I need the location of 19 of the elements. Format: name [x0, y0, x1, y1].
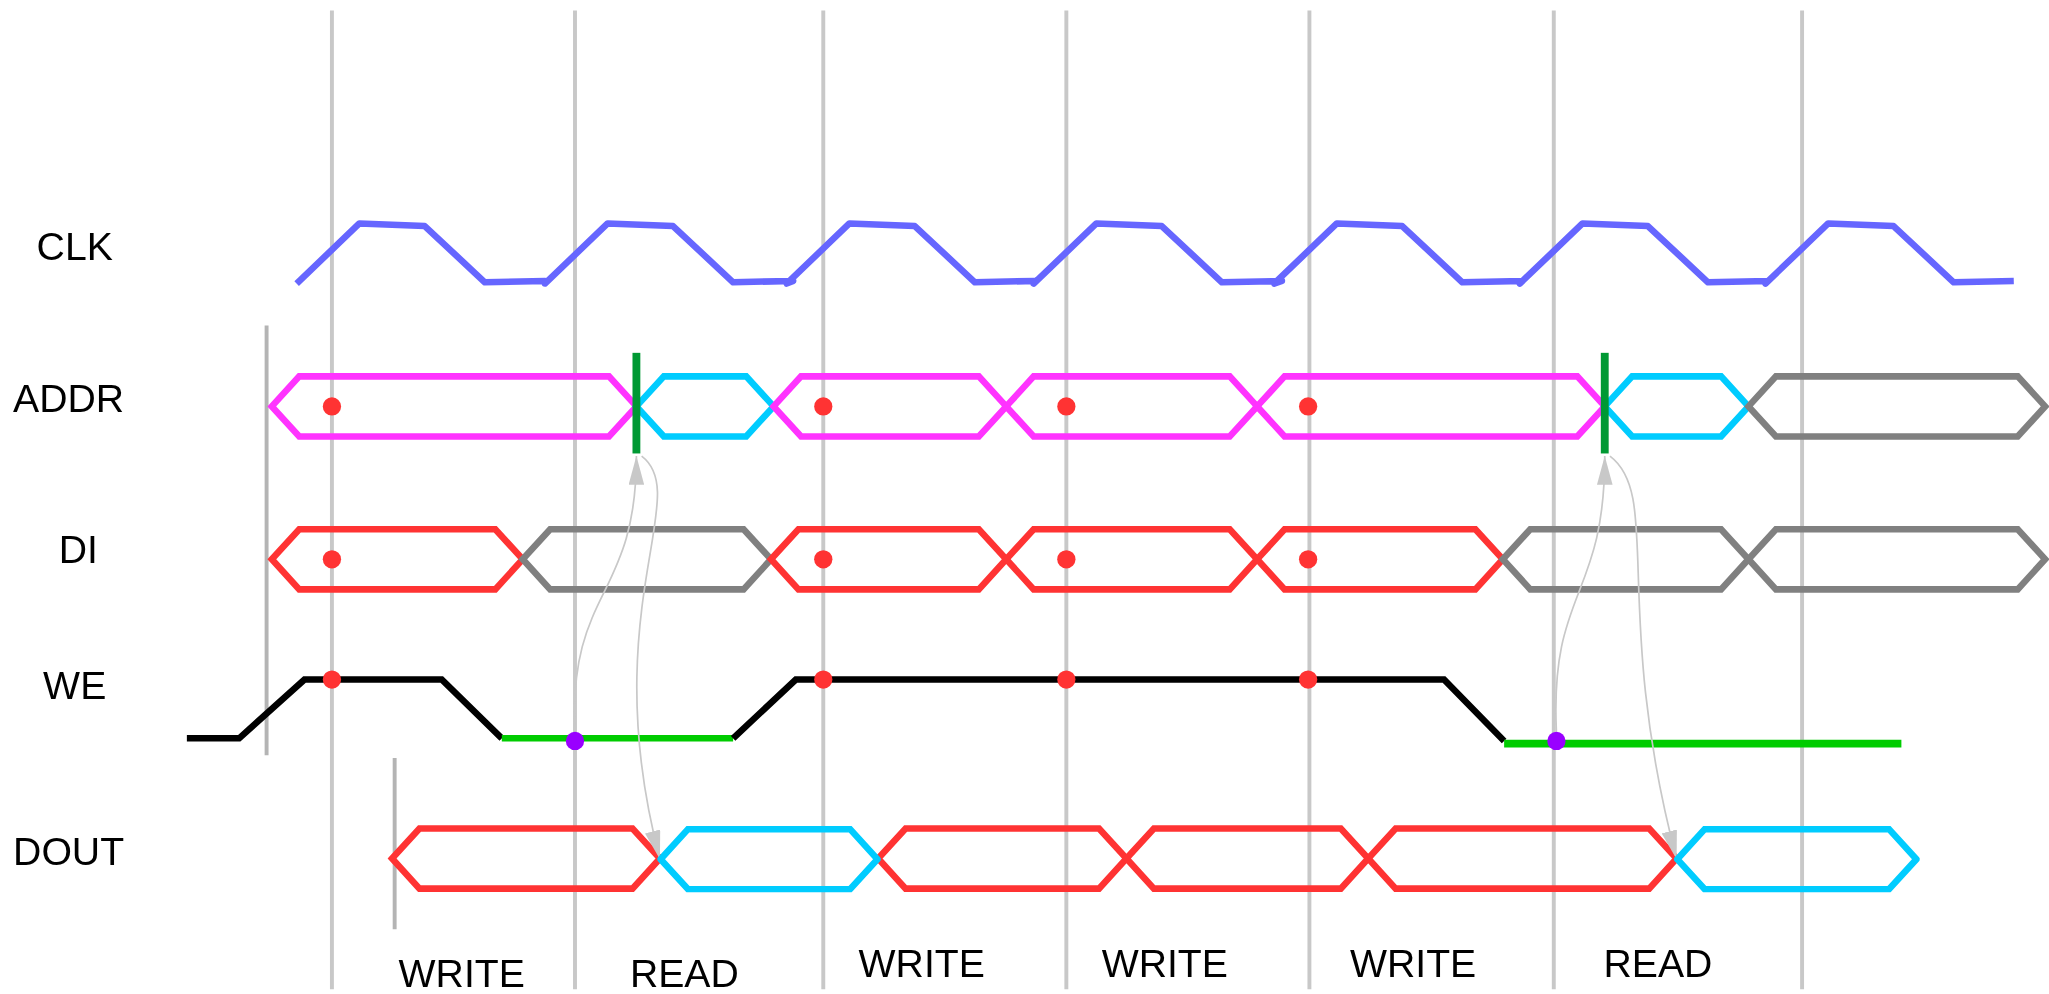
bus-segment — [657, 825, 881, 893]
phase-label: WRITE — [858, 944, 985, 984]
signal-name: DI — [58, 530, 98, 570]
phase-label: READ — [1603, 944, 1713, 984]
marker-bar — [1600, 352, 1609, 454]
event-dot — [565, 731, 585, 751]
arrow — [574, 455, 644, 733]
phase-label: WRITE — [398, 953, 525, 994]
signal-name: CLK — [36, 227, 113, 267]
event-dot — [1547, 731, 1566, 751]
phase-label: WRITE — [1101, 944, 1228, 984]
bus-segment — [1674, 825, 1920, 893]
signal-name: DOUT — [13, 832, 125, 872]
signal-name: ADDR — [13, 378, 125, 419]
phase-label: READ — [629, 953, 739, 994]
phase-label: WRITE — [1349, 944, 1477, 984]
marker-bar — [632, 352, 641, 454]
signal-name: WE — [43, 666, 107, 706]
arrow — [1555, 455, 1612, 733]
